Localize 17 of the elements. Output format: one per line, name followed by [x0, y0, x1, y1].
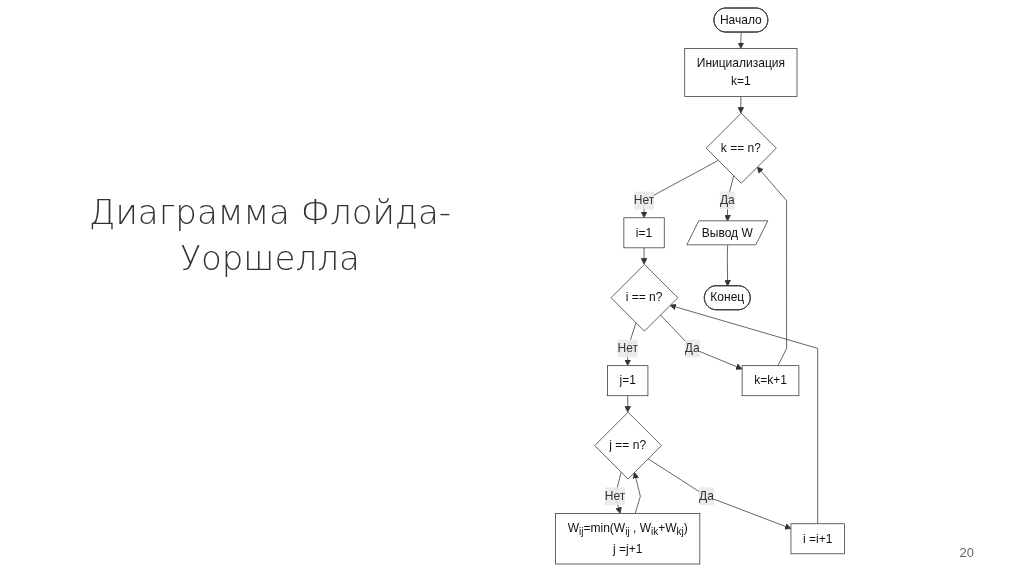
node-diamond: j == n?	[594, 411, 662, 480]
slide-title: Диаграмма Флойда-Уоршелла	[88, 191, 452, 280]
page-number: 20	[959, 545, 974, 560]
edge-label: Да	[699, 489, 714, 503]
edge-label: Нет	[633, 193, 655, 207]
node-box: W$_{ij}$=min(W$_{ij}$ , W$_{ik}$+W$_{kj}$) j =j+1	[555, 513, 701, 565]
node-box: Инициализация k=1	[684, 48, 798, 97]
node-diamond: k == n?	[705, 112, 777, 184]
node-box: j=1	[607, 365, 649, 397]
edge-label: Нет	[604, 489, 626, 503]
node-box: k=k+1	[741, 365, 800, 397]
node-box: i =i+1	[790, 523, 845, 555]
edge-label: Да	[684, 341, 700, 355]
node-diamond: i == n?	[610, 263, 679, 332]
node-box: i=1	[623, 217, 665, 249]
edge-label: Нет	[617, 341, 638, 355]
edge-label: Да	[719, 193, 735, 207]
